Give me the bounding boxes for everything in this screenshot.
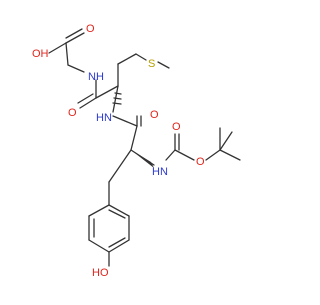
stereo-hash-met xyxy=(112,92,122,105)
tyr-o-label: O xyxy=(150,109,159,121)
bond-cboc-oether xyxy=(174,149,195,161)
bond-cq-me3 xyxy=(219,131,233,151)
molecule-svg: OH O N H S O HN O HN O O HO xyxy=(32,23,241,279)
acid-o-label: O xyxy=(86,23,95,35)
bond-cb-cg xyxy=(117,53,137,65)
atom-label-layer: OH O N H S O HN O HN O O HO xyxy=(32,23,205,279)
bond-amide-c-o-b xyxy=(77,93,94,104)
molecule-diagram: OH O N H S O HN O HN O O HO xyxy=(32,23,241,279)
oh-top-label: OH xyxy=(32,48,49,60)
bond-amide-c-alpha xyxy=(95,85,119,99)
boc-carbonyl-o-label: O xyxy=(172,121,181,133)
gly-h-label: H xyxy=(96,71,104,83)
boc-ether-o-label: O xyxy=(196,156,205,168)
bond-carbonyl-alpha xyxy=(130,125,138,151)
bond-ch2-n xyxy=(67,64,85,73)
bond-cq-me2 xyxy=(219,149,241,161)
bond-hn-cboc xyxy=(165,149,176,161)
stereo-wedge-tyr xyxy=(131,150,154,168)
boc-hn-label: HN xyxy=(152,166,168,178)
bond-c-ch2 xyxy=(65,42,69,66)
bond-nh-carbonyl xyxy=(112,115,138,127)
phenol-ho-label: HO xyxy=(92,267,109,279)
phenyl-ring xyxy=(88,204,130,253)
bond-cg-s xyxy=(135,53,147,61)
bond-alpha-ch2 xyxy=(108,149,132,183)
gly-n-label: N xyxy=(88,71,96,83)
bond-c-o-double-b xyxy=(65,28,83,39)
met-o-label: O xyxy=(68,107,77,119)
bond-amide-c-o-a xyxy=(79,97,97,109)
bond-c-o-double-a xyxy=(65,32,85,44)
bond-s-ce xyxy=(157,61,170,69)
bond-oh-c xyxy=(48,42,67,54)
met-hn-label: HN xyxy=(96,112,112,124)
bond-oether-cq xyxy=(205,149,221,161)
bond-layer xyxy=(48,28,241,267)
met-s-label: S xyxy=(148,58,155,70)
bond-alpha-nh xyxy=(112,85,119,113)
